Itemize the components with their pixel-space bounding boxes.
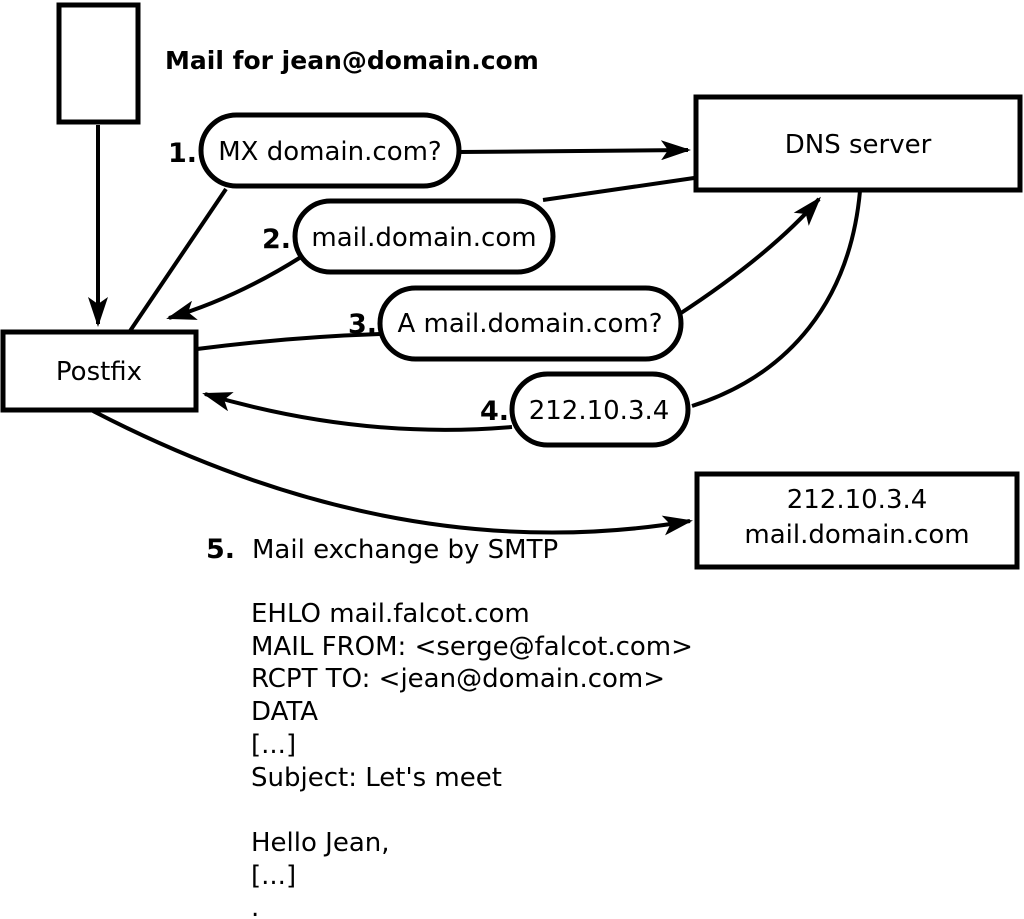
step-5-number: 5. [206, 534, 235, 565]
dns-server-label: DNS server [785, 130, 932, 160]
step-1-number: 1. [168, 138, 197, 169]
line-postfix-to-a-query [196, 332, 381, 351]
mail-server-ip-label: 212.10.3.4 [787, 485, 928, 515]
line-dns-to-mx-answer [542, 176, 695, 202]
bubble-mx-query-label: MX domain.com? [218, 137, 441, 167]
arrow-mx-answer-to-postfix [166, 255, 303, 320]
diagram-title: Mail for jean@domain.com [165, 46, 539, 75]
step-3-number: 3. [348, 309, 377, 340]
bubble-a-answer-label: 212.10.3.4 [529, 396, 670, 426]
bubble-a-answer [509, 371, 691, 448]
step-5-label: Mail exchange by SMTP [252, 535, 558, 565]
envelope-icon [56, 2, 141, 125]
bubble-mx-query [198, 112, 462, 189]
mail-server-host-label: mail.domain.com [744, 520, 969, 550]
arrow-a-answer-to-postfix [202, 392, 513, 432]
dns-server-node [693, 94, 1023, 193]
arrow-a-query-to-dns [676, 196, 821, 317]
line-postfix-to-mx-query [128, 187, 228, 333]
line-dns-to-a-answer [691, 190, 862, 408]
smtp-session-transcript: EHLO mail.falcot.com MAIL FROM: <serge@f… [251, 599, 693, 919]
step-2-number: 2. [262, 224, 291, 255]
postfix-label: Postfix [56, 357, 142, 387]
mail-server-node [694, 471, 1020, 570]
bubble-a-query [377, 285, 684, 362]
arrow-mx-query-to-dns [458, 140, 691, 161]
bubble-a-query-label: A mail.domain.com? [398, 309, 663, 339]
bubble-mx-answer-label: mail.domain.com [311, 223, 536, 253]
arrow-postfix-to-mail-server [92, 409, 693, 536]
postfix-node [0, 329, 199, 413]
step-4-number: 4. [480, 396, 509, 427]
bubble-mx-answer [292, 198, 556, 275]
